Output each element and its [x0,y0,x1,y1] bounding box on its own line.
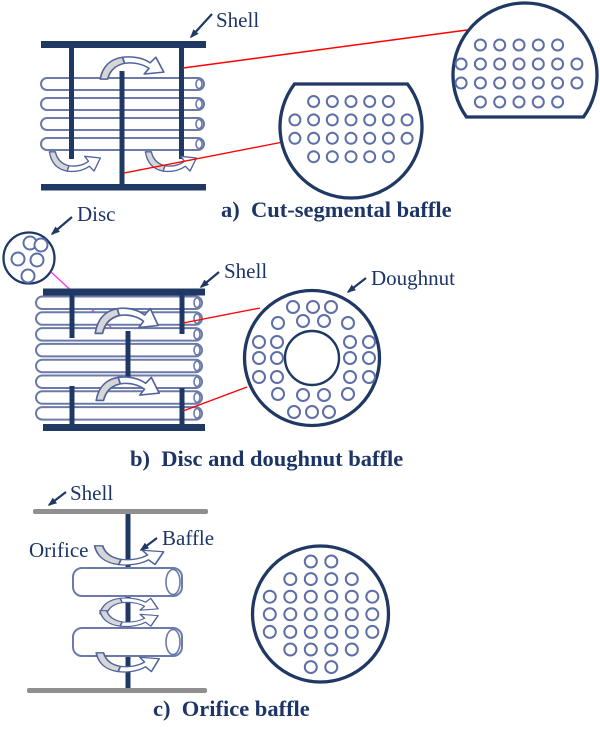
doughnut-plate-view [242,288,382,428]
tube-holes-upper [454,38,584,109]
baffle-right-a [179,47,184,159]
section-a-elevation [40,41,206,191]
doughnut-pointer-arrow [346,277,367,293]
disc-baffle-center [125,331,131,384]
cut-segmental-plate-lower [278,82,424,200]
shell-wall-top-c [33,509,208,514]
baffle-pointer-arrow [139,537,158,551]
disc-label: Disc [77,202,116,226]
doughnut-baffle-top-right [179,294,185,334]
doughnut-center-opening [283,329,341,387]
caption-b: b) Disc and doughnut baffle [130,446,403,471]
disc-holes [10,235,49,284]
section-c-elevation [27,509,208,693]
leader-line-lower-plate [123,141,284,174]
baffle-left-a [69,47,74,159]
shell-wall-bottom-b [43,424,205,431]
disc-pointer-arrow [50,216,73,235]
shell-pointer-arrow-c [47,491,67,506]
tube-holes-lower [288,95,414,164]
disc-plate-view [2,231,56,285]
orifice-label: Orifice [29,538,88,562]
doughnut-holes [252,300,376,419]
caption-a: a) Cut-segmental baffle [221,197,452,222]
doughnut-baffle-bottom-right [179,388,185,425]
doughnut-label: Doughnut [371,266,455,290]
leader-line-doughnut-top [182,307,261,324]
tube-bundle-c [72,567,183,657]
shell-wall-bottom-c [27,688,207,693]
shell-wall-top-b [43,288,205,296]
baffle-label: Baffle [162,526,214,550]
orifice-holes [262,554,380,675]
leader-line-upper-plate [182,29,468,69]
flow-arrow-icon [144,151,198,173]
flow-arrow-icon [48,151,102,173]
shell-pointer-arrow-a [189,13,213,39]
orifice-plate-view [250,544,391,684]
tube-bundle-b [35,295,203,421]
baffle-center-a [119,71,125,185]
leader-line-doughnut-bottom [182,386,248,412]
shell-wall-bottom-a [41,184,206,191]
shell-pointer-arrow-b [199,271,220,288]
shell-label-a: Shell [216,8,259,32]
shell-label-c: Shell [70,481,113,505]
shell-wall-top-a [41,41,206,48]
doughnut-baffle-top-left [69,294,75,338]
shell-label-b: Shell [224,259,267,283]
caption-c: c) Orifice baffle [153,696,310,721]
doughnut-baffle-bottom-left [69,386,75,425]
section-b-elevation [35,288,205,431]
cut-segmental-plate-upper [451,1,599,119]
flow-arrow-icon [99,56,165,80]
